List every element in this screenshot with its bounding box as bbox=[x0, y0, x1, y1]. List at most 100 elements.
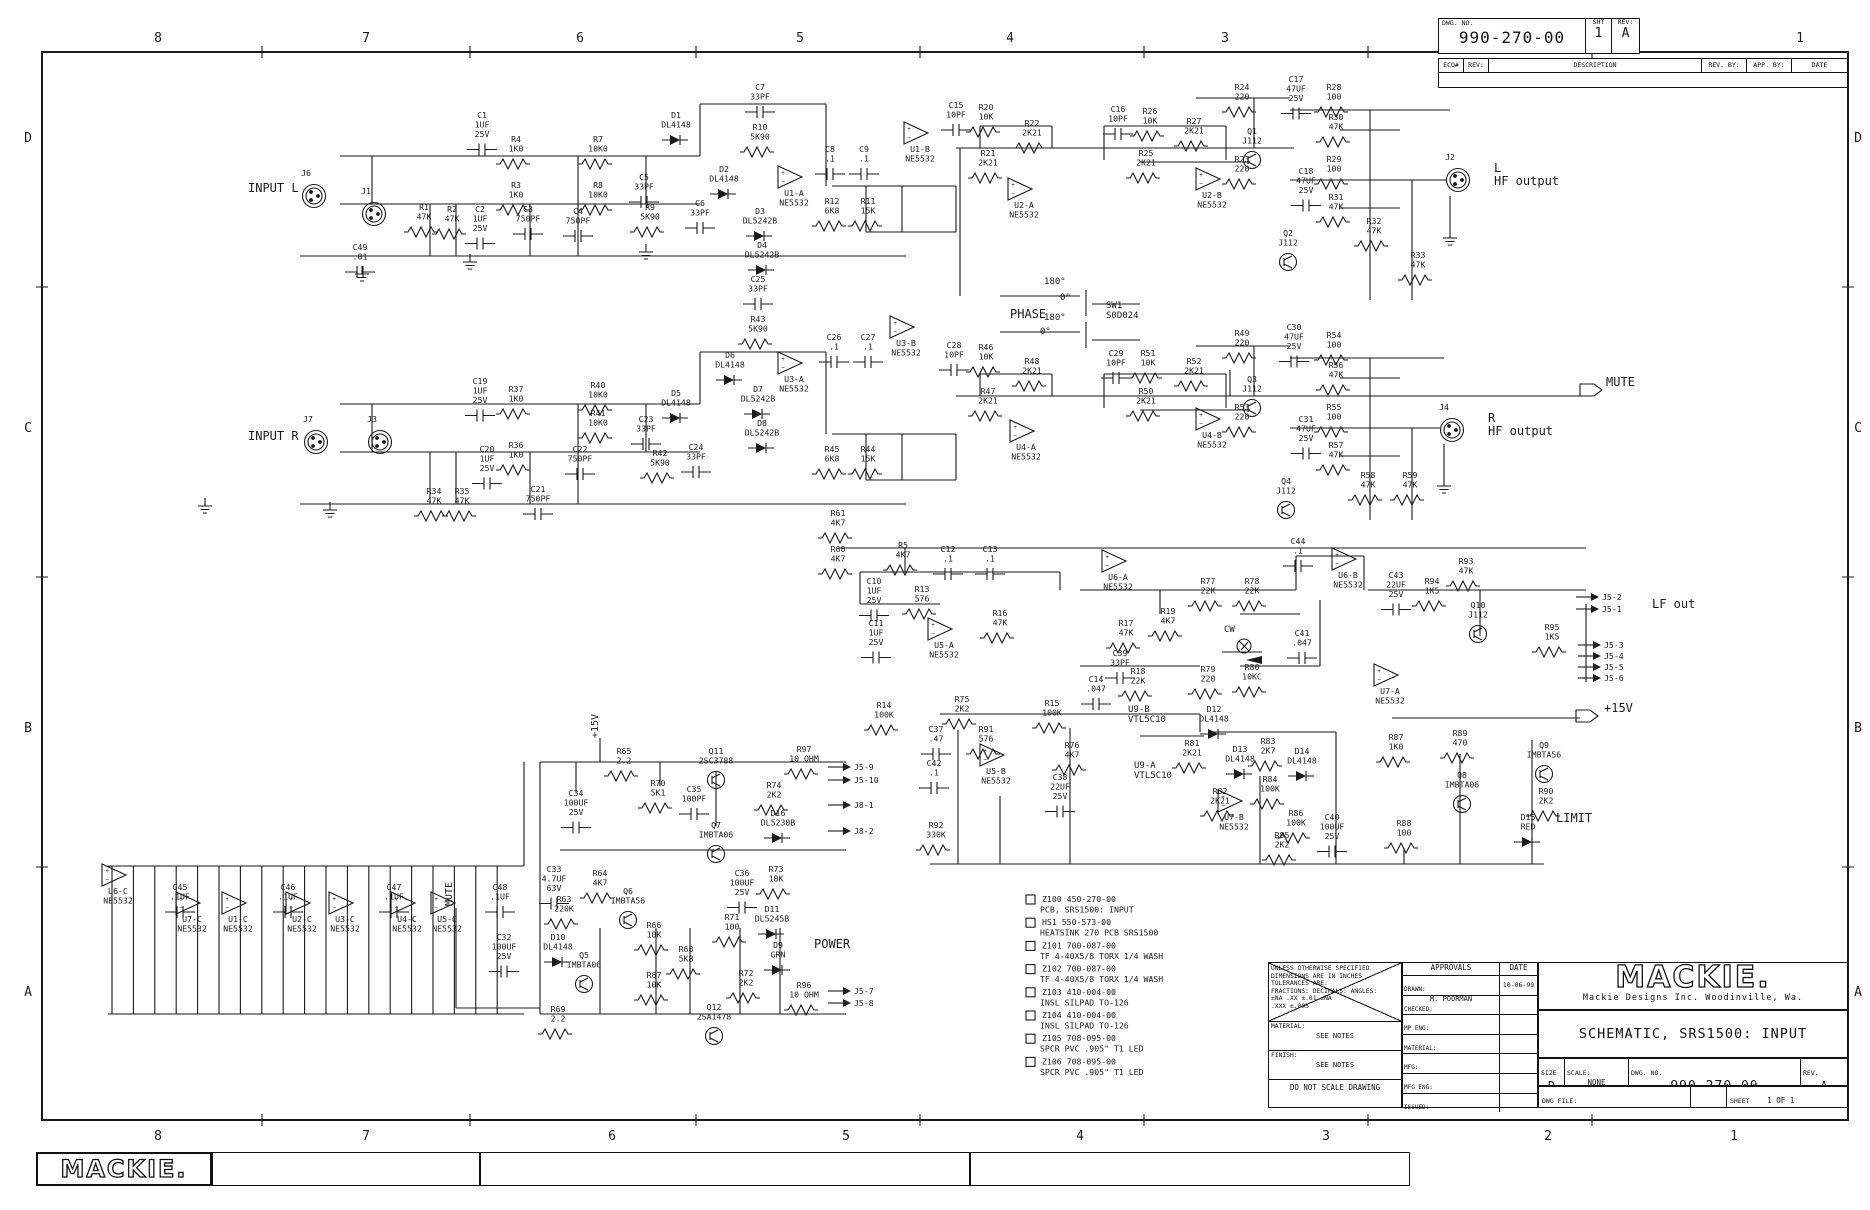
svg-text:+: + bbox=[893, 320, 897, 327]
svg-text:R17: R17 bbox=[1119, 618, 1134, 628]
svg-text:R1: R1 bbox=[419, 202, 429, 212]
svg-text:10K0: 10K0 bbox=[588, 390, 608, 400]
footer-bar bbox=[480, 1152, 970, 1186]
svg-text:47UF: 47UF bbox=[1284, 332, 1304, 342]
tol-line3: TOLERANCES ARE: bbox=[1271, 980, 1328, 988]
comp-j5-8: J5-8 bbox=[828, 998, 874, 1008]
svg-text:2K2: 2K2 bbox=[767, 790, 782, 800]
comp-0: 0° bbox=[1040, 327, 1051, 337]
svg-text:R64: R64 bbox=[593, 868, 608, 878]
svg-text:−: − bbox=[893, 328, 897, 335]
svg-text:U6-B: U6-B bbox=[1338, 570, 1358, 580]
svg-text:22UF: 22UF bbox=[1386, 580, 1406, 590]
svg-text:R45: R45 bbox=[825, 444, 840, 454]
svg-text:R97: R97 bbox=[797, 744, 812, 754]
do-not-scale-note: DO NOT SCALE DRAWING bbox=[1269, 1079, 1401, 1098]
svg-text:100: 100 bbox=[725, 922, 740, 932]
svg-text:+15V: +15V bbox=[1604, 701, 1633, 715]
comp-c8: C8.1 bbox=[815, 144, 845, 180]
svg-text:100UF: 100UF bbox=[564, 798, 589, 808]
svg-text:220: 220 bbox=[1201, 674, 1216, 684]
comp-limit: LIMIT bbox=[1556, 811, 1592, 825]
svg-text:R16: R16 bbox=[993, 608, 1008, 618]
svg-text:+: + bbox=[289, 896, 293, 903]
svg-text:NE5532: NE5532 bbox=[981, 776, 1011, 786]
ground-symbol bbox=[639, 244, 653, 260]
svg-text:Q12: Q12 bbox=[707, 1002, 722, 1012]
svg-text:.47: .47 bbox=[929, 734, 944, 744]
svg-text:R7: R7 bbox=[593, 134, 603, 144]
svg-text:22K: 22K bbox=[1201, 586, 1216, 596]
svg-text:4K7: 4K7 bbox=[896, 550, 911, 560]
svg-text:2K21: 2K21 bbox=[1210, 796, 1230, 806]
svg-text:5K90: 5K90 bbox=[748, 324, 768, 334]
svg-text:1UF: 1UF bbox=[480, 454, 495, 464]
approval-label: MFG ENG: bbox=[1404, 1083, 1433, 1091]
svg-text:LIMIT: LIMIT bbox=[1556, 811, 1592, 825]
zone-label: 4 bbox=[1076, 1129, 1084, 1144]
svg-text:R67: R67 bbox=[647, 970, 662, 980]
svg-text:2K21: 2K21 bbox=[1136, 158, 1156, 168]
svg-text:47K: 47K bbox=[1329, 370, 1344, 380]
svg-text:HF output: HF output bbox=[1488, 424, 1553, 438]
svg-text:R68: R68 bbox=[679, 944, 694, 954]
svg-text:R96: R96 bbox=[797, 980, 812, 990]
svg-text:C35: C35 bbox=[687, 784, 702, 794]
sheet-value: 1 OF 1 bbox=[1767, 1096, 1795, 1105]
svg-text:U9-B: U9-B bbox=[1128, 705, 1150, 715]
svg-text:INSL SILPAD TO-126: INSL SILPAD TO-126 bbox=[1040, 997, 1129, 1007]
svg-text:+: + bbox=[781, 356, 785, 363]
svg-text:100K: 100K bbox=[1286, 818, 1306, 828]
svg-text:33PF: 33PF bbox=[748, 284, 768, 294]
svg-text:R21: R21 bbox=[981, 148, 996, 158]
svg-text:R84: R84 bbox=[1263, 774, 1278, 784]
svg-text:100: 100 bbox=[1397, 828, 1412, 838]
svg-text:J5-6: J5-6 bbox=[1604, 673, 1624, 683]
svg-text:TF 4-40X5/8 TORX 1/4 WASH: TF 4-40X5/8 TORX 1/4 WASH bbox=[1040, 974, 1163, 984]
sht-label: SHT bbox=[1592, 18, 1605, 26]
comp-j5-2: J5-2 bbox=[1576, 592, 1622, 602]
comp-c9: C9.1 bbox=[849, 144, 879, 180]
svg-text:25V: 25V bbox=[1299, 433, 1314, 443]
svg-text:C38: C38 bbox=[1053, 772, 1068, 782]
svg-text:6K8: 6K8 bbox=[825, 206, 840, 216]
svg-text:33PF: 33PF bbox=[690, 208, 710, 218]
svg-text:J2: J2 bbox=[1445, 152, 1455, 162]
svg-text:R19: R19 bbox=[1161, 606, 1176, 616]
svg-text:−: − bbox=[1335, 560, 1339, 567]
comp-j5-7: J5-7 bbox=[828, 986, 874, 996]
svg-text:−: − bbox=[332, 904, 336, 911]
ground-symbol bbox=[463, 254, 477, 270]
svg-text:22K: 22K bbox=[1131, 676, 1146, 686]
svg-text:U4-A: U4-A bbox=[1016, 442, 1036, 452]
svg-text:R80: R80 bbox=[1245, 662, 1260, 672]
svg-text:−: − bbox=[931, 630, 935, 637]
svg-text:DL5230B: DL5230B bbox=[761, 818, 796, 828]
size-label: SIZE bbox=[1541, 1069, 1557, 1077]
